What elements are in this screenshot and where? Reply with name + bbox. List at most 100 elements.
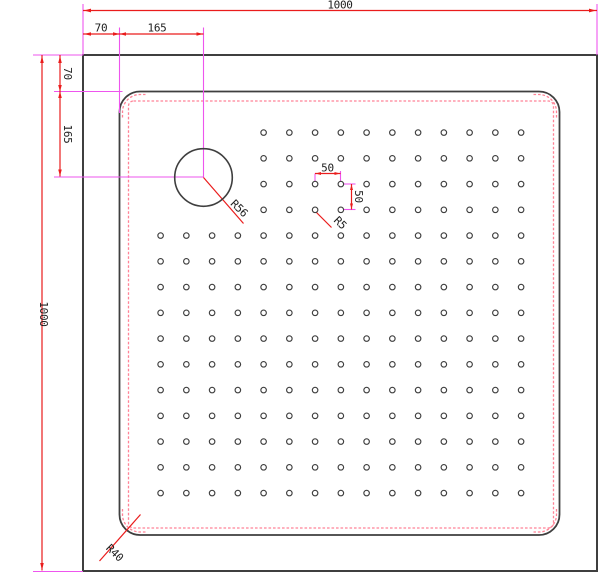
- anti-slip-hole: [260, 412, 267, 420]
- anti-slip-hole: [389, 361, 396, 368]
- anti-slip-hole: [466, 155, 473, 162]
- corner-hidden-arc-top-left: [121, 93, 146, 118]
- anti-slip-hole: [517, 489, 525, 497]
- dim-text-spacing-h: 50: [321, 162, 334, 175]
- anti-slip-hole: [234, 258, 242, 265]
- anti-slip-hole: [363, 283, 370, 291]
- anti-slip-hole: [311, 386, 319, 394]
- corner-hidden-arc-bottom-left: [121, 509, 146, 533]
- anti-slip-hole: [157, 361, 164, 368]
- anti-slip-hole: [363, 386, 370, 394]
- anti-slip-hole: [311, 489, 319, 497]
- anti-slip-hole: [208, 283, 216, 291]
- arrowhead: [84, 8, 91, 13]
- anti-slip-hole: [260, 309, 267, 317]
- anti-slip-hole: [440, 386, 448, 394]
- anti-slip-hole: [157, 232, 164, 239]
- anti-slip-hole: [440, 309, 448, 317]
- anti-slip-hole: [414, 129, 422, 136]
- anti-slip-hole: [389, 180, 396, 188]
- anti-slip-hole: [157, 489, 164, 497]
- anti-slip-hole: [208, 361, 216, 368]
- arrowhead: [40, 56, 44, 63]
- anti-slip-hole: [440, 412, 448, 420]
- anti-slip-hole: [337, 283, 345, 291]
- anti-slip-hole: [492, 206, 499, 214]
- anti-slip-hole: [286, 361, 293, 368]
- anti-slip-hole: [311, 232, 319, 239]
- anti-slip-hole: [337, 464, 345, 471]
- anti-slip-hole: [311, 412, 319, 420]
- anti-slip-hole: [414, 258, 422, 265]
- anti-slip-hole: [286, 155, 293, 162]
- anti-slip-hole: [234, 489, 242, 497]
- anti-slip-hole: [414, 309, 422, 317]
- arrowhead: [58, 169, 62, 176]
- dim-text-left-overall: 1000: [37, 301, 50, 326]
- extension-lines: [33, 4, 598, 573]
- tray-floor-hidden-edge: [127, 100, 555, 529]
- anti-slip-hole: [466, 232, 473, 239]
- anti-slip-hole: [414, 412, 422, 420]
- corner-hidden-arc-bottom-right: [533, 509, 558, 533]
- anti-slip-hole: [389, 489, 396, 497]
- anti-slip-hole: [337, 489, 345, 497]
- anti-slip-hole: [466, 258, 473, 265]
- anti-slip-hole: [492, 155, 499, 162]
- anti-slip-hole: [260, 232, 267, 239]
- dim-text-spacing-v: 50: [352, 190, 365, 203]
- anti-slip-hole: [492, 309, 499, 317]
- anti-slip-hole: [234, 464, 242, 471]
- anti-slip-hole: [157, 386, 164, 394]
- anti-slip-hole: [157, 438, 164, 445]
- anti-slip-hole: [492, 335, 499, 342]
- anti-slip-hole: [389, 412, 396, 420]
- dim-text-left-165: 165: [61, 125, 74, 144]
- anti-slip-hole: [517, 180, 525, 188]
- anti-slip-hole: [286, 335, 293, 342]
- anti-slip-hole: [363, 412, 370, 420]
- anti-slip-hole: [492, 489, 499, 497]
- anti-slip-hole: [183, 283, 190, 291]
- anti-slip-hole: [337, 206, 345, 214]
- anti-slip-hole: [286, 464, 293, 471]
- anti-slip-hole: [517, 232, 525, 239]
- anti-slip-hole: [260, 155, 267, 162]
- anti-slip-hole: [286, 386, 293, 394]
- anti-slip-hole: [440, 258, 448, 265]
- anti-slip-hole: [234, 232, 242, 239]
- anti-slip-hole: [517, 386, 525, 394]
- anti-slip-hole: [157, 335, 164, 342]
- arrowhead: [58, 91, 62, 98]
- dimension-lines: [40, 8, 597, 571]
- anti-slip-hole: [517, 361, 525, 368]
- anti-slip-hole: [466, 412, 473, 420]
- anti-slip-hole: [337, 438, 345, 445]
- anti-slip-hole: [157, 412, 164, 420]
- anti-slip-hole: [389, 129, 396, 136]
- anti-slip-hole: [414, 489, 422, 497]
- anti-slip-hole: [337, 335, 345, 342]
- anti-slip-hole: [440, 438, 448, 445]
- anti-slip-hole: [414, 232, 422, 239]
- anti-slip-hole: [337, 232, 345, 239]
- leader-drain-radius: [203, 177, 244, 224]
- anti-slip-hole: [260, 258, 267, 265]
- anti-slip-hole: [260, 206, 267, 214]
- anti-slip-hole: [183, 438, 190, 445]
- anti-slip-hole: [286, 309, 293, 317]
- anti-slip-hole: [260, 438, 267, 445]
- dim-text-left-70: 70: [61, 67, 74, 80]
- anti-slip-hole: [414, 283, 422, 291]
- anti-slip-hole: [466, 180, 473, 188]
- anti-slip-hole: [363, 438, 370, 445]
- anti-slip-hole: [389, 438, 396, 445]
- anti-slip-hole: [286, 180, 293, 188]
- anti-slip-hole: [337, 180, 345, 188]
- anti-slip-hole: [466, 438, 473, 445]
- anti-slip-hole: [311, 335, 319, 342]
- anti-slip-hole: [286, 438, 293, 445]
- arrowhead: [40, 563, 44, 570]
- anti-slip-hole: [517, 155, 525, 162]
